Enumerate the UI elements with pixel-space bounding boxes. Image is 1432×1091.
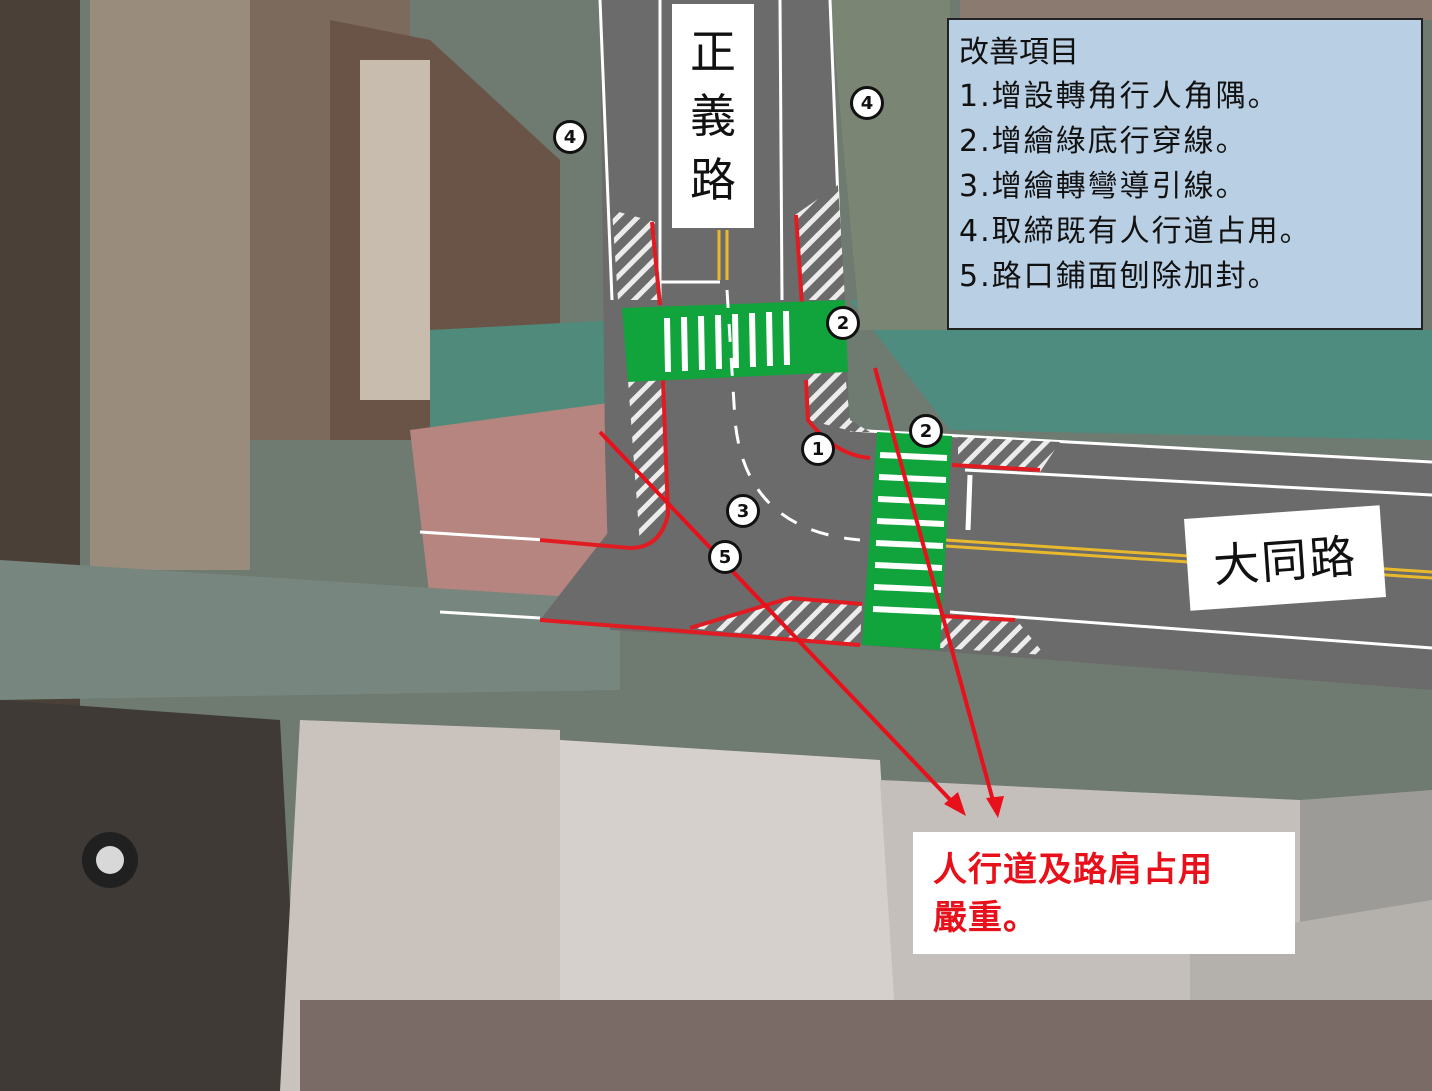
occupation-note: 人行道及路肩占用 嚴重。 <box>913 832 1295 954</box>
legend-item: 1.增設轉角行人角隅。 <box>959 79 1280 114</box>
pink-roof <box>410 400 630 620</box>
teal-area-right <box>850 300 1432 440</box>
hatch-ne-bottom <box>805 372 870 432</box>
building-top-left <box>90 0 250 570</box>
road-label-datong: 大同路 <box>1184 505 1386 611</box>
hatch-nw-top <box>612 210 658 300</box>
legend-item: 2.增繪綠底行穿線。 <box>959 124 1248 159</box>
lower-dark-band <box>300 1000 1432 1091</box>
hatch-ew-bottom-right <box>940 614 1045 655</box>
marker-4-left: 4 <box>553 120 587 154</box>
red-arrows <box>598 367 1004 818</box>
lower-left-block <box>0 700 300 1091</box>
crosswalk-east <box>862 432 952 650</box>
hatch-ew-top <box>958 437 1060 472</box>
hatch-ne-top <box>795 185 845 300</box>
marker-1: 1 <box>801 432 835 466</box>
legend-list: 1.增設轉角行人角隅。 2.增繪綠底行穿線。 3.增繪轉彎導引線。 4.取締既有… <box>959 74 1421 299</box>
legend-title: 改善項目 <box>959 35 1079 70</box>
marker-4-right: 4 <box>850 86 884 120</box>
legend-item: 5.路口鋪面刨除加封。 <box>959 259 1280 294</box>
marker-3: 3 <box>726 494 760 528</box>
marker-2-east: 2 <box>909 414 943 448</box>
marker-5: 5 <box>708 540 742 574</box>
turn-guide-line <box>725 289 861 542</box>
building-top-right <box>830 0 950 330</box>
road-label-zhengyi: 正 義 路 <box>672 4 754 228</box>
hatch-nw-bottom <box>628 380 668 545</box>
note-line-2: 嚴重。 <box>933 898 1038 938</box>
legend-item: 3.增繪轉彎導引線。 <box>959 169 1248 204</box>
street-lower-band <box>0 560 620 700</box>
note-line-1: 人行道及路肩占用 <box>933 850 1213 890</box>
improvement-legend: 改善項目 1.增設轉角行人角隅。 2.增繪綠底行穿線。 3.增繪轉彎導引線。 4… <box>947 18 1423 330</box>
legend-item: 4.取締既有人行道占用。 <box>959 214 1312 249</box>
roof-left-roof <box>360 60 430 400</box>
top-right-strip <box>960 0 1432 20</box>
lower-building-1 <box>280 720 560 1091</box>
hatch-ew-bottom-left <box>690 600 862 645</box>
marker-2-north: 2 <box>826 306 860 340</box>
crosswalk-north <box>622 300 848 382</box>
